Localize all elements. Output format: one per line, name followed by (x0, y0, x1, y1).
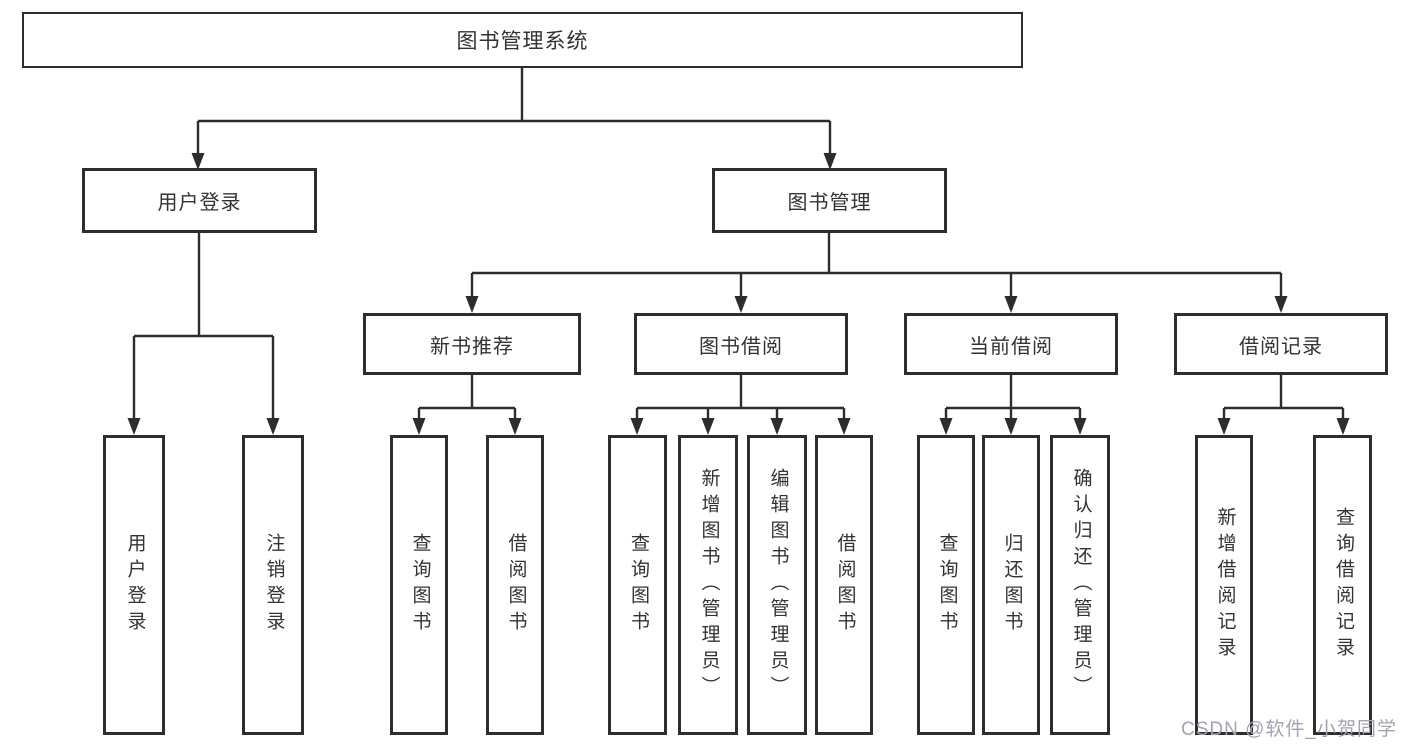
leaf-add-borrow-record: 新增借阅记录 (1195, 435, 1253, 735)
leaf-return-books: 归还图书 (982, 435, 1040, 735)
leaf-label: 确认归还（管理员） (1070, 468, 1092, 702)
leaf-borrow-books-recommend: 借阅图书 (486, 435, 544, 735)
leaf-user-login: 用户登录 (103, 435, 165, 735)
leaf-label: 新增借阅记录 (1214, 507, 1236, 663)
leaf-label: 用户登录 (124, 533, 146, 637)
leaf-label: 查询图书 (409, 533, 431, 637)
leaf-label: 借阅图书 (834, 533, 856, 637)
leaf-query-books-recommend: 查询图书 (390, 435, 448, 735)
node-book-borrow: 图书借阅 (634, 313, 848, 375)
leaf-confirm-return-admin: 确认归还（管理员） (1050, 435, 1110, 735)
leaf-borrow-books: 借阅图书 (815, 435, 873, 735)
node-user-login: 用户登录 (82, 168, 317, 233)
leaf-query-books-borrow: 查询图书 (608, 435, 667, 735)
leaf-label: 新增图书（管理员） (698, 468, 720, 702)
leaf-add-books-admin: 新增图书（管理员） (678, 435, 738, 735)
node-borrow-records: 借阅记录 (1174, 313, 1388, 375)
leaf-label: 借阅图书 (505, 533, 527, 637)
node-new-book-recommend: 新书推荐 (363, 313, 581, 375)
leaf-label: 注销登录 (263, 533, 285, 637)
leaf-logout: 注销登录 (242, 435, 304, 735)
node-current-borrow: 当前借阅 (904, 313, 1118, 375)
leaf-label: 归还图书 (1001, 533, 1023, 637)
leaf-query-borrow-record: 查询借阅记录 (1313, 435, 1372, 735)
leaf-label: 查询借阅记录 (1332, 507, 1354, 663)
csdn-watermark: CSDN @软件_小贺同学 (1181, 719, 1397, 740)
node-book-management: 图书管理 (712, 168, 947, 233)
leaf-label: 查询图书 (627, 533, 649, 637)
leaf-edit-books-admin: 编辑图书（管理员） (747, 435, 807, 735)
leaf-label: 编辑图书（管理员） (767, 468, 789, 702)
leaf-query-books-current: 查询图书 (917, 435, 975, 735)
leaf-label: 查询图书 (936, 533, 958, 637)
node-root-system: 图书管理系统 (22, 12, 1023, 68)
